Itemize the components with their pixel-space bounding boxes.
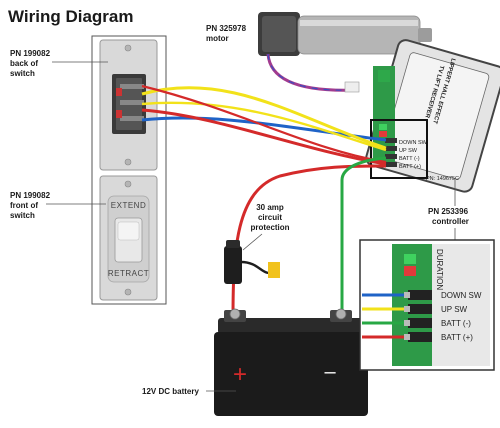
motor-body [258, 12, 432, 56]
zoom-term-battneg: BATT (-) [441, 319, 471, 328]
wire-yellow-up-sw [141, 86, 387, 150]
page-title: Wiring Diagram [8, 7, 133, 26]
battery: + – [214, 308, 368, 416]
controller-term-battpos-small: BATT (+) [399, 164, 421, 170]
controller-pn: PN 253396 [428, 207, 469, 216]
svg-text:protection: protection [250, 223, 289, 232]
battery-minus: – [324, 361, 336, 383]
svg-text:back of: back of [10, 59, 38, 68]
fuse-pointer [242, 233, 263, 251]
battery-plus: + [233, 361, 247, 388]
controller-name: controller [432, 217, 469, 226]
switch-extend-label: EXTEND [111, 201, 146, 210]
zoom-term-down: DOWN SW [441, 291, 482, 300]
svg-text:PN 199082: PN 199082 [10, 49, 51, 58]
switch-front-label: PN 199082 front of switch [10, 191, 51, 220]
motor-cable [266, 53, 357, 92]
switch-front-plate: EXTEND RETRACT [99, 175, 158, 301]
controller-terminal-highlight [370, 119, 428, 179]
controller-model: PN: 149675C [426, 176, 459, 182]
controller-zoom-inset: DURATION DOWN SW UP SW BATT (-) BATT (+) [359, 239, 495, 371]
svg-text:front of: front of [10, 201, 38, 210]
wire-blue-down-sw [141, 116, 387, 142]
motor-pn: PN 325978 [206, 24, 247, 33]
svg-text:PN 199082: PN 199082 [10, 191, 51, 200]
battery-label: 12V DC battery [142, 387, 199, 396]
switch-panel-frame [91, 35, 167, 305]
fuse-label: 30 amp circuit protection [250, 203, 289, 232]
zoom-term-battpos: BATT (+) [441, 333, 473, 342]
controller-term-down-small: DOWN SW [399, 140, 428, 146]
fuse-holder [224, 240, 280, 284]
svg-text:30 amp: 30 amp [256, 203, 284, 212]
svg-text:circuit: circuit [258, 213, 282, 222]
zoom-led-green [404, 254, 416, 264]
switch-back-label: PN 199082 back of switch [10, 49, 51, 78]
switch-retract-label: RETRACT [108, 269, 149, 278]
zoom-duration-label: DURATION [435, 249, 444, 290]
controller-term-battneg-small: BATT (-) [399, 156, 420, 162]
motor-name: motor [206, 34, 229, 43]
svg-text:switch: switch [10, 69, 35, 78]
switch-back-plate [99, 39, 158, 171]
wire-red-switch [141, 108, 387, 166]
zoom-term-up: UP SW [441, 305, 468, 314]
controller-term-up-small: UP SW [399, 148, 418, 154]
controller-led-red [379, 131, 387, 137]
zoom-led-red [404, 266, 416, 276]
controller-led-green [379, 124, 387, 130]
wire-green-battery [340, 156, 387, 318]
svg-text:switch: switch [10, 211, 35, 220]
